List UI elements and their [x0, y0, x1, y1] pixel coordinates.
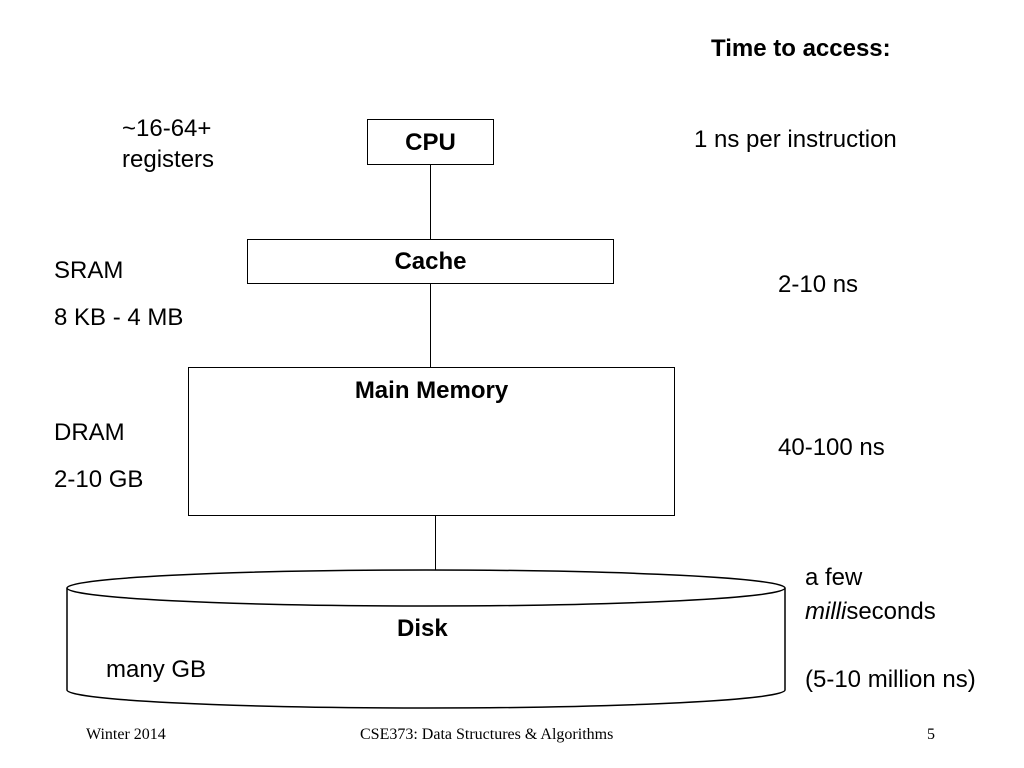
disk-label: Disk	[397, 615, 448, 642]
disk-time-line2: milliseconds	[805, 597, 936, 627]
cache-type: SRAM	[54, 257, 124, 284]
footer-term: Winter 2014	[86, 726, 166, 743]
disk-top	[66, 569, 786, 607]
memory-access-time: 40-100 ns	[778, 434, 885, 461]
time-to-access-heading: Time to access:	[711, 35, 891, 62]
cpu-access-time: 1 ns per instruction	[694, 126, 897, 153]
main-memory-label: Main Memory	[354, 377, 509, 404]
footer-page-number: 5	[927, 726, 935, 743]
cpu-register-label: registers	[122, 146, 215, 173]
cpu-box: CPU	[367, 119, 494, 165]
disk-time-milli: milli	[805, 598, 847, 625]
disk-size: many GB	[106, 656, 207, 683]
main-memory-box: Main Memory	[188, 367, 675, 516]
cache-box: Cache	[247, 239, 614, 284]
memory-type: DRAM	[54, 419, 125, 446]
cache-access-time: 2-10 ns	[778, 271, 859, 298]
cpu-label: CPU	[405, 129, 456, 156]
disk-time-seconds: seconds	[846, 598, 936, 625]
cache-memory-connector	[430, 283, 431, 367]
cpu-register-count: ~16-64+	[122, 115, 212, 142]
memory-size: 2-10 GB	[54, 466, 144, 493]
disk-body	[66, 588, 786, 709]
footer-course: CSE373: Data Structures & Algorithms	[360, 726, 614, 743]
disk-time-line3: (5-10 million ns)	[805, 666, 976, 693]
cache-size: 8 KB - 4 MB	[54, 304, 184, 331]
cpu-cache-connector	[430, 164, 431, 239]
memory-disk-connector	[435, 515, 436, 572]
disk-time-line1: a few	[805, 564, 863, 591]
cache-label: Cache	[394, 248, 467, 275]
